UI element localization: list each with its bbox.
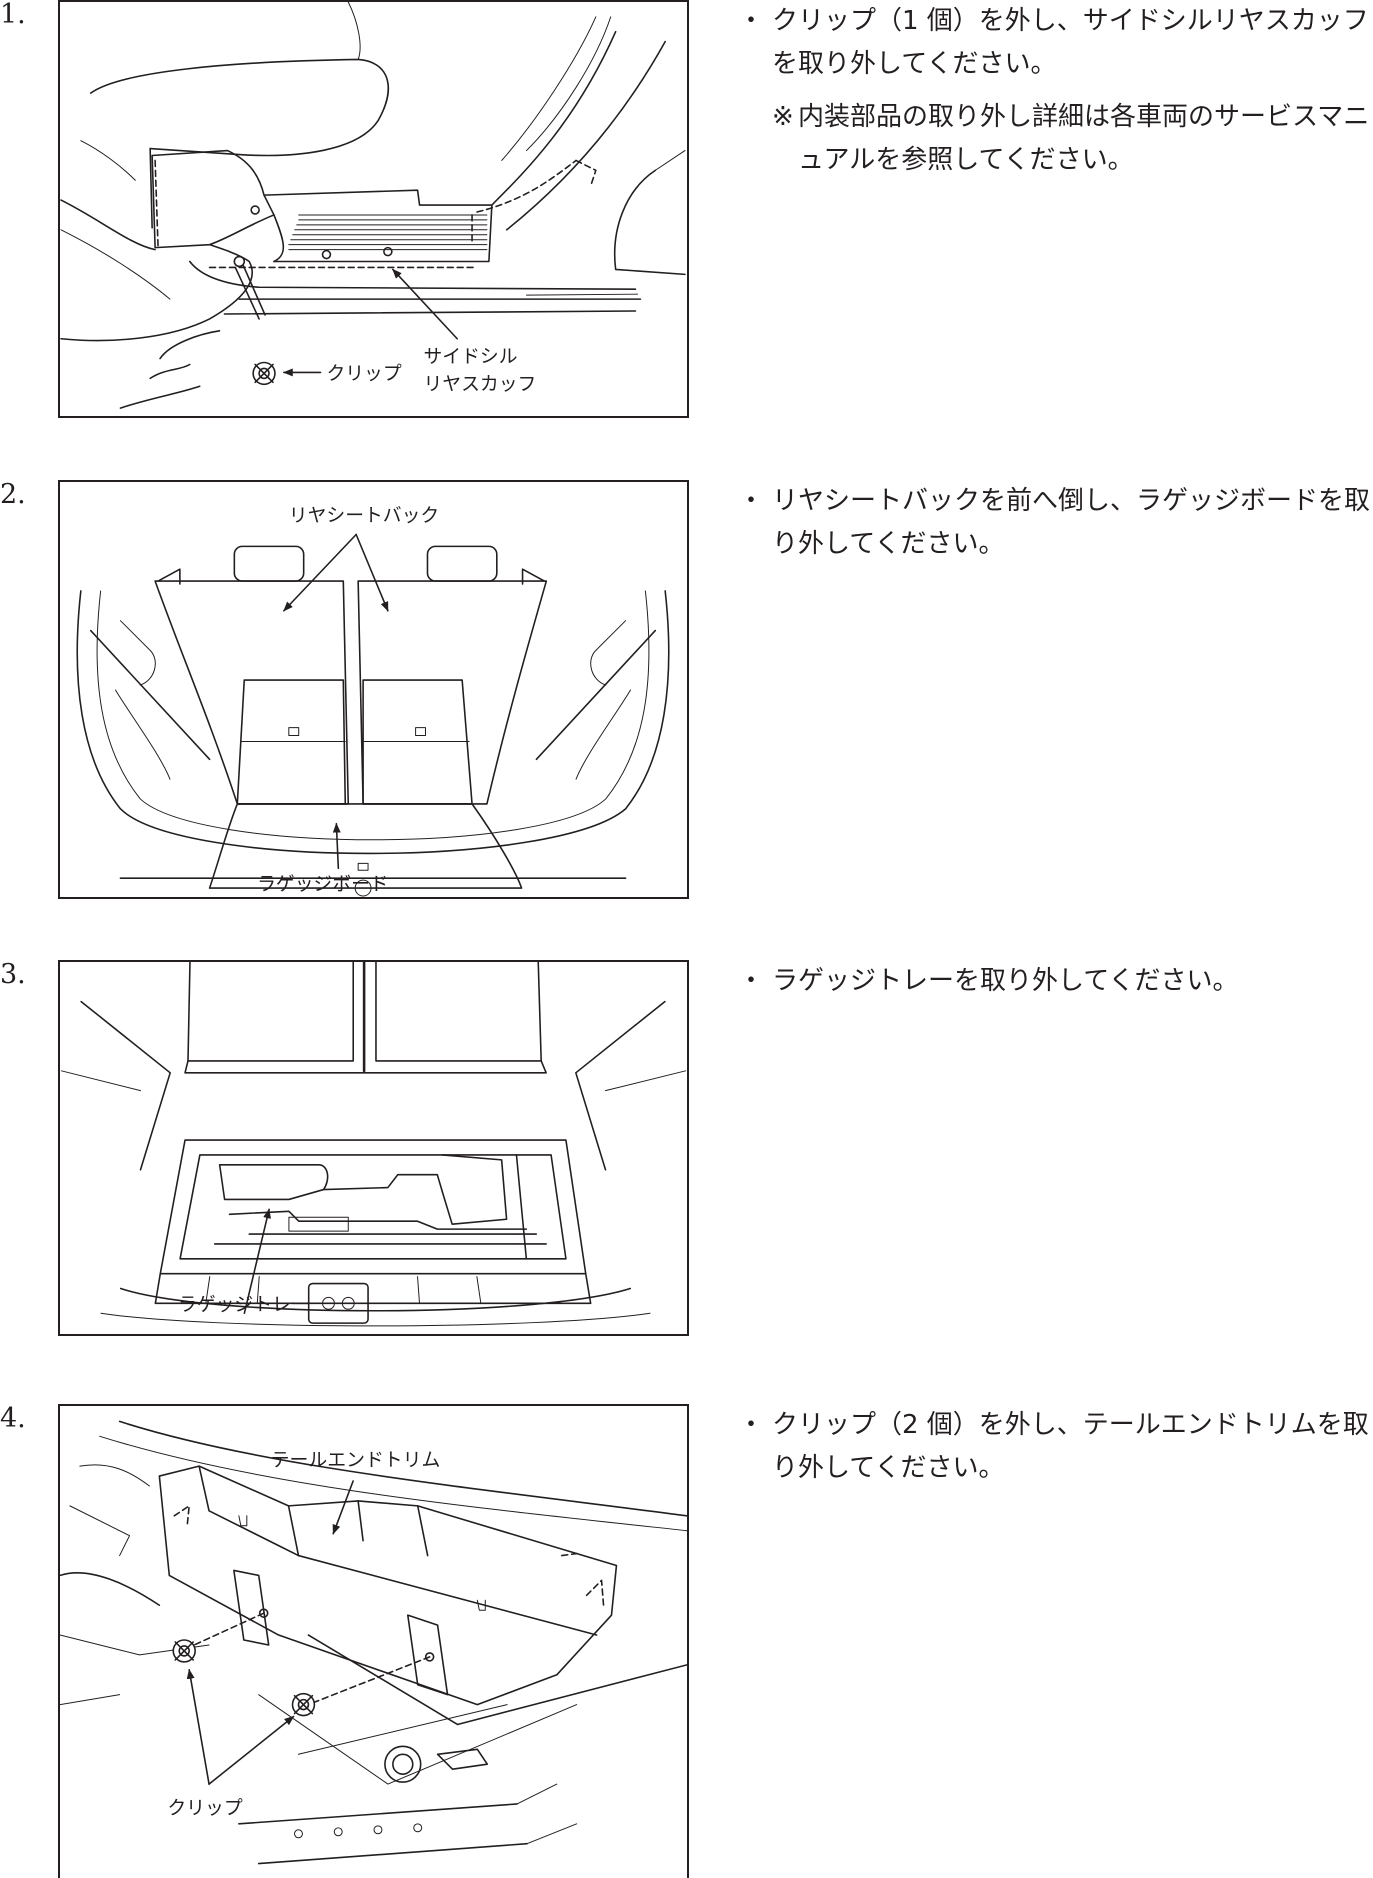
instruction-text: ラゲッジトレーを取り外してください。 (772, 966, 1239, 996)
instruction-note: ※ 内装部品の取り外し詳細は各車両のサービスマニュアルを参照してください。 (738, 96, 1373, 182)
tail-end-trim-illustration: クリップ テールエンドトリム (60, 1420, 687, 1865)
step-4-instructions: ・ クリップ（2 個）を外し、テールエンドトリムを取り外してください。 (738, 1404, 1373, 1490)
instruction-bullet: ・ クリップ（2 個）を外し、テールエンドトリムを取り外してください。 (738, 1404, 1373, 1490)
instruction-bullet: ・ リヤシートバックを前へ倒し、ラゲッジボードを取り外してください。 (738, 480, 1373, 566)
clip-label: クリップ (326, 362, 401, 384)
instruction-text: リヤシートバックを前へ倒し、ラゲッジボードを取り外してください。 (772, 486, 1371, 559)
tail-end-trim-label: テールエンドトリム (271, 1449, 441, 1471)
instruction-bullet: ・ ラゲッジトレーを取り外してください。 (738, 960, 1373, 1003)
step-number: 2. (0, 479, 26, 510)
bullet-mark: ・ (738, 1410, 765, 1440)
luggage-board-label: ラゲッジボード (257, 873, 389, 895)
step-3-instructions: ・ ラゲッジトレーを取り外してください。 (738, 960, 1373, 1003)
note-text: 内装部品の取り外し詳細は各車両のサービスマニュアルを参照してください。 (798, 102, 1370, 175)
step-number: 1. (0, 0, 26, 30)
luggage-tray-illustration: ラゲッジトレー (60, 962, 687, 1327)
bullet-mark: ・ (738, 966, 765, 996)
step-1-instructions: ・ クリップ（1 個）を外し、サイドシルリヤスカッフを取り外してください。 ※ … (738, 0, 1373, 182)
bullet-mark: ・ (738, 6, 765, 36)
clip-icon (172, 1639, 196, 1663)
bullet-mark: ・ (738, 486, 765, 516)
step-2-instructions: ・ リヤシートバックを前へ倒し、ラゲッジボードを取り外してください。 (738, 480, 1373, 566)
note-mark: ※ (772, 102, 794, 132)
step-number: 3. (0, 959, 26, 990)
instruction-text: クリップ（2 個）を外し、テールエンドトリムを取り外してください。 (772, 1410, 1369, 1483)
step-3-figure: ラゲッジトレー (58, 960, 689, 1336)
step-number: 4. (0, 1403, 26, 1434)
side-sill-scuff-illustration: クリップ サイドシル リヤスカッフ (60, 2, 686, 409)
step-2-figure: リヤシートバック ラゲッジボード (58, 480, 689, 899)
scuff-label-line1: サイドシル (424, 347, 518, 368)
rear-seatback-luggage-illustration: リヤシートバック ラゲッジボード (76, 505, 670, 897)
step-1-figure: クリップ サイドシル リヤスカッフ (58, 0, 689, 418)
seatback-label: リヤシートバック (289, 505, 439, 527)
scuff-label-line2: リヤスカッフ (424, 374, 537, 395)
instruction-bullet: ・ クリップ（1 個）を外し、サイドシルリヤスカッフを取り外してください。 (738, 0, 1373, 86)
luggage-tray-label: ラゲッジトレー (178, 1293, 309, 1315)
step-4-figure: クリップ テールエンドトリム (58, 1404, 689, 1878)
clips-label: クリップ (167, 1797, 243, 1819)
instruction-text: クリップ（1 個）を外し、サイドシルリヤスカッフを取り外してください。 (772, 6, 1369, 79)
clip-icon (252, 361, 276, 386)
clip-icon (291, 1692, 316, 1717)
